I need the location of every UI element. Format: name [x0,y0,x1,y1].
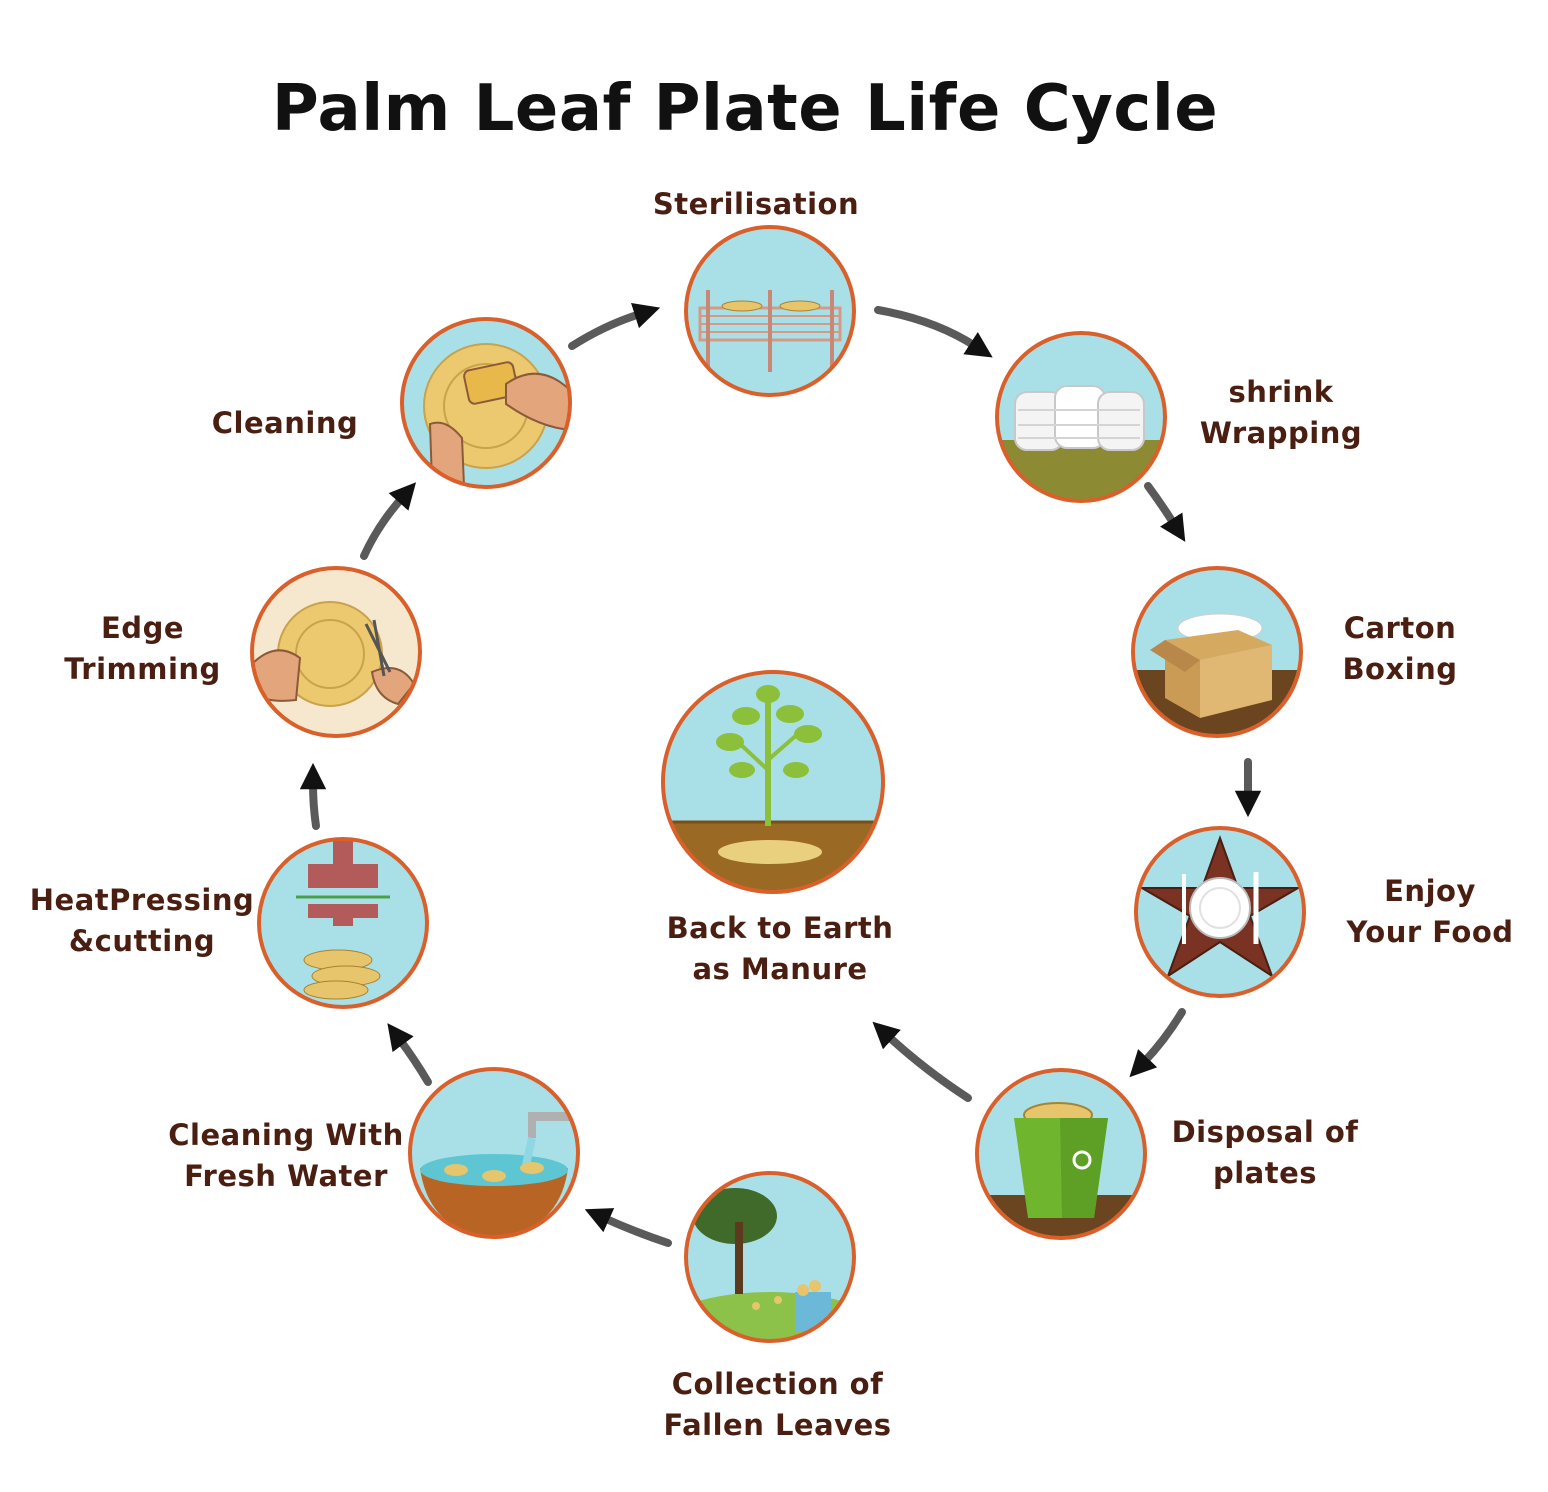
stage-circle-fresh-water [408,1067,580,1239]
arrow-disposal-to-earth [872,1021,972,1102]
sterilisation-rack-icon [698,290,842,372]
water-tub-icon [420,1112,574,1237]
carton-box-icon [1133,613,1301,736]
stacked-plates-icon [997,385,1165,501]
arrow-wrapping-to-carton [1144,482,1186,542]
arrow-trimming-to-cleaning [360,482,417,560]
stage-circle-heat-pressing [257,837,429,1009]
stage-label-cleaning: Cleaning [211,406,359,440]
stage-label-shrink-wrapping: shrink Wrapping [1199,375,1363,450]
stage-circle-collection [684,1171,856,1343]
stage-label-collection: Collection of Fallen Leaves [663,1367,892,1442]
stage-label-enjoy-food: Enjoy Your Food [1346,874,1514,949]
stage-label-sterilisation: Sterilisation [652,187,860,221]
plate-fork-knife-icon [1138,835,1302,979]
arrows [299,302,1262,1247]
arrow-sterilisation-to-wrapping [874,306,993,358]
stage-label-carton-boxing: Carton Boxing [1342,611,1458,686]
stage-circle-carton-boxing [1131,566,1303,738]
arrow-freshwater-to-pressing [387,1023,432,1086]
stage-label-back-to-earth: Back to Earth as Manure [666,911,894,986]
arrow-enjoy-to-disposal [1129,1008,1186,1078]
stage-label-heat-pressing: HeatPressing &cutting [29,883,255,958]
stage-circle-cleaning [400,317,572,489]
recycle-bin-icon [977,1102,1145,1238]
press-machine-icon [296,839,390,1000]
tree-leaves-icon [686,1188,854,1341]
stage-label-edge-trimming: Edge Trimming [64,611,221,686]
stage-circle-disposal [975,1068,1147,1240]
stage-circle-sterilisation [684,225,856,397]
arrow-cleaning-to-sterilisation [568,302,661,350]
stage-circle-enjoy-food [1134,826,1306,998]
sapling-icon [663,685,883,892]
arrow-pressing-to-trimming [299,762,327,830]
stage-label-fresh-water: Cleaning With Fresh Water [168,1118,404,1193]
stage-label-disposal: Disposal of plates [1171,1115,1359,1190]
stage-circle-shrink-wrapping [995,331,1167,503]
stage-circle-back-to-earth [661,670,885,894]
scissors-hands-icon [252,601,416,707]
arrow-collection-to-freshwater [584,1208,672,1247]
diagram-title: Palm Leaf Plate Life Cycle [271,72,1219,146]
stage-circle-edge-trimming [250,566,422,738]
